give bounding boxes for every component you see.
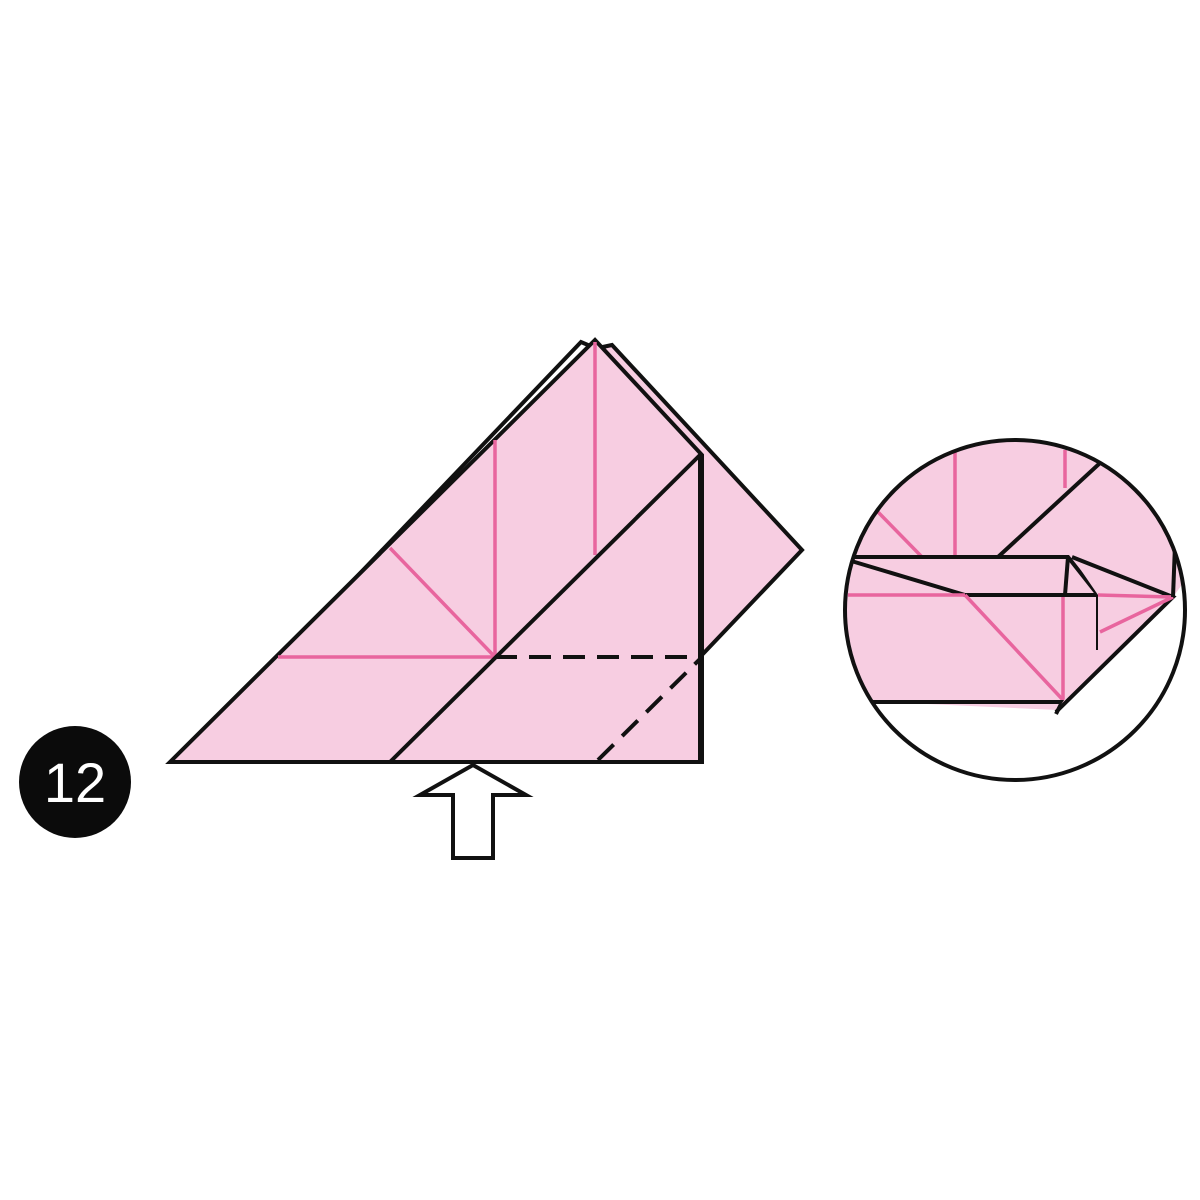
front-paper-layer	[165, 337, 704, 764]
crease-lines	[278, 342, 597, 659]
step-number: 12	[44, 751, 106, 814]
detail-bar-creases	[848, 593, 1065, 702]
detail-top-creases	[876, 450, 1067, 559]
detail-folded-bar	[845, 557, 1098, 700]
detail-bar-front-flap	[847, 558, 1098, 597]
magnifier-circle-icon	[843, 438, 1187, 782]
folded-paper-model	[165, 337, 805, 764]
up-arrow-icon	[412, 762, 534, 860]
fold-lines	[388, 453, 702, 764]
diagonal-dashed-fold	[596, 655, 704, 762]
detail-view	[843, 438, 1187, 782]
step-badge: 12	[19, 726, 131, 838]
detail-right-creases	[1097, 593, 1174, 634]
